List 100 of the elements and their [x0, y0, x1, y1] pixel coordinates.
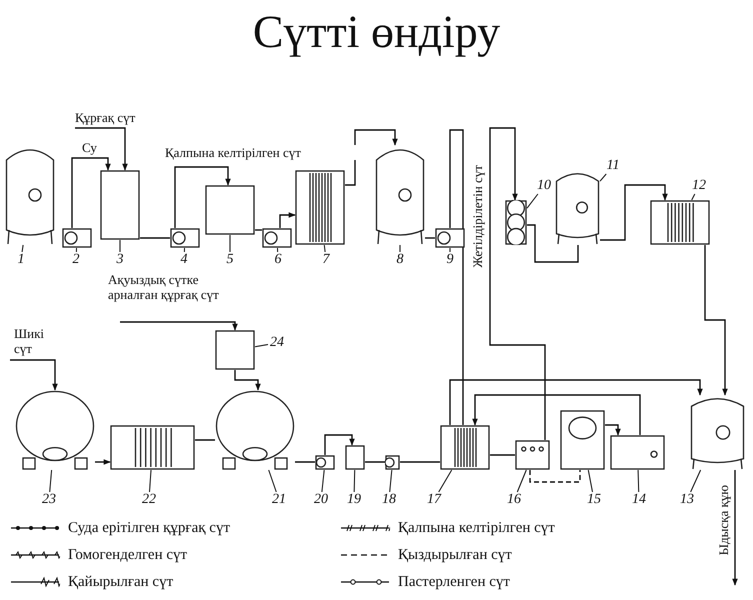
callout-number: 20: [312, 492, 330, 508]
callout-number: 6: [270, 252, 286, 268]
callout-number: 4: [176, 252, 192, 268]
callout-number: 3: [112, 252, 128, 268]
pump-drawing: [170, 228, 200, 248]
pipe-arrow: [10, 359, 58, 391]
homogenizer-drawing: [610, 435, 665, 470]
leader-line: [76, 248, 77, 252]
callout-number: 22: [140, 492, 158, 508]
pump-drawing: [62, 228, 92, 248]
pump-drawing: [435, 228, 465, 248]
pipe-line: [425, 237, 435, 239]
leader-line: [354, 470, 356, 492]
callout-number: 7: [318, 252, 334, 268]
callout-number: 17: [425, 492, 443, 508]
callout-number: 11: [604, 158, 622, 174]
pipe-arrow: [704, 245, 728, 396]
leader-line: [254, 344, 268, 348]
leader-line: [638, 470, 640, 492]
leader-line: [149, 470, 152, 492]
callout-number: 8: [392, 252, 408, 268]
tank-drawing: [555, 170, 600, 245]
pipe-arrow: [732, 470, 738, 586]
pipe-arrow: [345, 129, 398, 186]
callout-number: 19: [345, 492, 363, 508]
leader-line: [49, 470, 52, 492]
callout-number: 23: [40, 492, 58, 508]
leader-line: [526, 194, 538, 209]
leader-line: [389, 470, 392, 492]
hopper-drawing: [215, 330, 255, 370]
leader-line: [324, 244, 326, 252]
callout-number: 1: [13, 252, 29, 268]
pipe-arrow: [95, 459, 111, 465]
callout-number: 10: [535, 178, 553, 194]
callout-number: 18: [380, 492, 398, 508]
callout-number: 14: [630, 492, 648, 508]
pipe-arrow: [174, 166, 231, 228]
pipe-line: [400, 461, 440, 463]
legend-label: Гомогенделген сүт: [68, 547, 188, 563]
pipe-line: [490, 454, 515, 456]
pipe-arrow: [449, 379, 703, 425]
callout-number: 21: [270, 492, 288, 508]
heat-exchanger-drawing: [110, 425, 195, 470]
leader-line: [516, 470, 527, 492]
pipe-arrow: [472, 394, 641, 435]
heat-exchanger-drawing: [295, 170, 345, 245]
leader-line: [184, 248, 185, 252]
leader-line: [438, 470, 452, 492]
pipe-arrow: [605, 424, 621, 436]
legend-label: Суда ерітілген құрғақ сүт: [68, 520, 230, 536]
separator-drawing: [560, 410, 605, 470]
tank-drawing: [215, 390, 295, 470]
pipe-arrow: [71, 157, 111, 228]
callout-number: 9: [442, 252, 458, 268]
callout-number: 2: [68, 252, 84, 268]
leader-line: [691, 194, 696, 200]
legend-label: Пастерленген сүт: [398, 574, 510, 590]
tank-drawing: [345, 445, 365, 470]
legend-label: Қалпына келтірілген сүт: [398, 520, 555, 536]
leader-line: [277, 248, 278, 252]
leader-line: [321, 470, 325, 492]
callout-number: 5: [222, 252, 238, 268]
legend-label: Қыздырылған сүт: [398, 547, 512, 563]
edge-label: Жетілдірілетін сүт: [470, 165, 485, 268]
pipe-arrow: [489, 127, 546, 440]
heat-exchanger-drawing: [440, 425, 490, 470]
pipe-line: [449, 129, 464, 425]
pipe-arrow: [75, 127, 128, 171]
leader-line: [268, 470, 277, 492]
legend-label: Қайырылған сүт: [68, 574, 174, 590]
callout-number: 12: [690, 178, 708, 194]
callout-number: 15: [585, 492, 603, 508]
pipe-line: [529, 470, 581, 483]
pump-drawing: [315, 455, 335, 470]
pipe-line: [255, 229, 262, 231]
pipe-arrow: [600, 184, 668, 241]
pipe-arrow: [324, 434, 355, 455]
pump-drawing: [262, 228, 292, 248]
leader-line: [22, 244, 24, 252]
edge-label: Ыдысқа құю: [716, 485, 731, 556]
pipe-line: [365, 461, 385, 463]
callout-number: 13: [678, 492, 696, 508]
pipe-arrow: [279, 212, 296, 228]
pipe-line: [295, 461, 315, 463]
mixing-tank-drawing: [100, 170, 140, 240]
filter-drawing: [505, 200, 527, 245]
pump-drawing: [385, 455, 400, 470]
title: Сүтті өндіру: [252, 5, 502, 59]
pipe-line: [527, 224, 579, 263]
edge-label: Ақуыздық сүтке арналған құрғақ сүт: [108, 272, 220, 302]
callout-number: 16: [505, 492, 523, 508]
tank-drawing: [205, 185, 255, 235]
leader-line: [690, 470, 702, 492]
heat-exchanger-drawing: [650, 200, 710, 245]
leader-line: [600, 174, 607, 182]
control-panel-drawing: [515, 440, 550, 470]
leader-line: [588, 470, 593, 492]
callout-number: 24: [268, 335, 286, 351]
pipe-line: [195, 439, 215, 441]
tank-drawing: [15, 390, 95, 470]
